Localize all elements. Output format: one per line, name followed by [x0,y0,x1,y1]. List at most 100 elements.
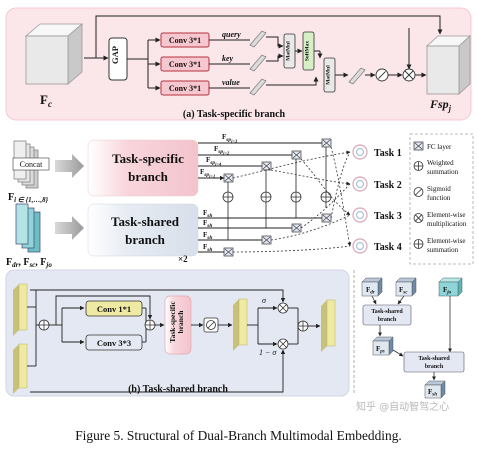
task-2: Task 2 [352,176,402,192]
fps-node: Fps [372,336,394,356]
fsc-node: Fsc [395,277,417,297]
fsp-lines [198,140,331,181]
panel-c-hierarchy: Fdr Fsc Fjo Task-shared branch Fps [353,270,465,399]
fc-layer-icon [413,141,424,151]
key-vector-bar [249,54,267,72]
matmul2-label: MatMul [326,65,332,85]
legend-ew-sum-line2: summation [427,246,459,254]
fc-layer-icon [223,247,234,257]
task-1-label: Task 1 [374,148,402,159]
fsh-lines [198,217,330,253]
task-2-label: Task 2 [374,180,402,191]
task-3-label: Task 3 [374,211,402,222]
tsb2-line2: branch [425,364,444,370]
tsb1-line1: Task-shared [371,309,403,315]
elementwise-mult-icon [413,213,424,223]
query-label: query [222,30,241,39]
legend-fc-label: FC layer [427,143,452,151]
task-4: Task 4 [352,238,402,254]
sigma-label: σ [262,296,267,305]
fi-label: Fi ∈ {1,…,8} [8,192,49,204]
yellow-feature-mid [233,298,248,351]
conv-value-label: Conv 3*1 [169,84,201,93]
fc-layer-icon [223,173,234,183]
sigmoid-icon [203,317,219,333]
fdr-to-tsb1 [371,295,377,305]
task-4-label: Task 4 [374,242,402,253]
yellow-feature-in-bottom [13,343,28,394]
task-specific-line1: Task-specific [112,151,184,166]
fsh-label-3: Fsh [203,231,212,241]
panel-b-residual-lines [30,289,299,393]
legend-sigmoid: Sigmoid function [413,185,451,202]
elementwise-sum-icon [38,319,50,331]
legend-ew-mult: Element-wise multiplication [413,211,467,228]
middle-section: Concat Fi ∈ {1,…,8} Fdr, Fsc, Fjo Task-s… [6,133,474,269]
input-feature-cube [24,23,84,85]
task-1: Task 1 [352,144,402,160]
panel-b-input-lines [27,306,39,367]
big-arrow-top [55,154,84,178]
fsh-label: Fsh [428,388,437,398]
fps-to-tsb2 [392,349,404,357]
softmax-label: SoftMax [305,41,311,61]
sigmoid-icon [413,187,424,197]
task-specific-line2: branch [128,169,169,184]
query-to-matmul [266,36,284,49]
legend-weighted-line1: Weighted [427,159,454,167]
fsp-label-1: Fspj=3 [222,133,238,144]
legend-ew-sum: Element-wise summation [413,237,466,254]
weighted-sum-icon [290,191,302,203]
elementwise-mult-icon [402,68,416,82]
fsp-label-2: Fspj=2 [214,145,230,156]
legend-sigmoid-line2: function [427,194,451,202]
vertical-connectors [227,147,327,240]
task-shared-line1: Task-shared [111,214,180,229]
fdr-label: Fdr [366,286,375,296]
fc-layer-icon [321,138,332,148]
fjo-node: Fjo [438,277,463,297]
gap-label: GAP [110,46,120,64]
concat-box [12,157,50,171]
matmul1-label: MatMul [286,41,292,61]
legend-ew-mult-line2: multiplication [427,220,467,228]
elementwise-mult-icon [277,302,289,314]
task-shared-line2: branch [125,232,166,247]
fps-label: Fps [376,345,385,355]
legend-ew-mult-line1: Element-wise [427,211,466,219]
task-3: Task 3 [352,207,402,223]
weighted-sum-icon [260,191,272,203]
skip-connection-line [95,15,443,58]
panel-b-split-lines [49,295,153,345]
conv-3x3-block [85,334,143,351]
query-vector-bar [249,30,267,48]
key-to-matmul [266,53,284,62]
legend-sigmoid-line1: Sigmoid [427,185,451,193]
input-label-fc: Fc [40,92,52,109]
panel-a-task-specific-branch: Fc GAP Conv 3*1 Conv 3*1 Conv 3*1 query … [5,7,472,121]
ts-branch-vertical-line2: branch [176,310,185,334]
conv-key-label: Conv 3*1 [169,60,201,69]
conv-1x1-block [85,300,143,317]
big-arrow-bottom [55,216,84,240]
output-label-fsp: Fspj [429,97,452,113]
legend-fc-layer: FC layer [413,141,452,151]
key-label: key [222,54,234,63]
value-vector-bar [249,78,267,96]
elementwise-sum-icon [413,239,424,249]
fsp-label-3: Fspj=4 [206,156,222,167]
yellow-feature-in-top [13,283,28,336]
panel-b-title: (b) Task-shared branch [128,384,228,395]
task-shared-branch-1-box [362,304,412,326]
fsh-label-2: Fsh [203,219,212,229]
elementwise-sum-icon [144,319,156,331]
panel-b-task-shared-branch: Conv 1*1 Conv 3*3 Task-specific branch [5,269,350,397]
fsh-node: Fsh [424,380,446,399]
task-shared-branch-box [87,203,199,257]
conv-1x1-label: Conv 1*1 [97,304,131,314]
multimodal-label: Fdr, Fsc, Fjo [6,257,52,269]
conv-query-label: Conv 3*1 [169,36,201,45]
fc-layer-icon [291,223,302,233]
attention-vector-bar [348,67,366,85]
fsc-label: Fsc [399,286,408,296]
